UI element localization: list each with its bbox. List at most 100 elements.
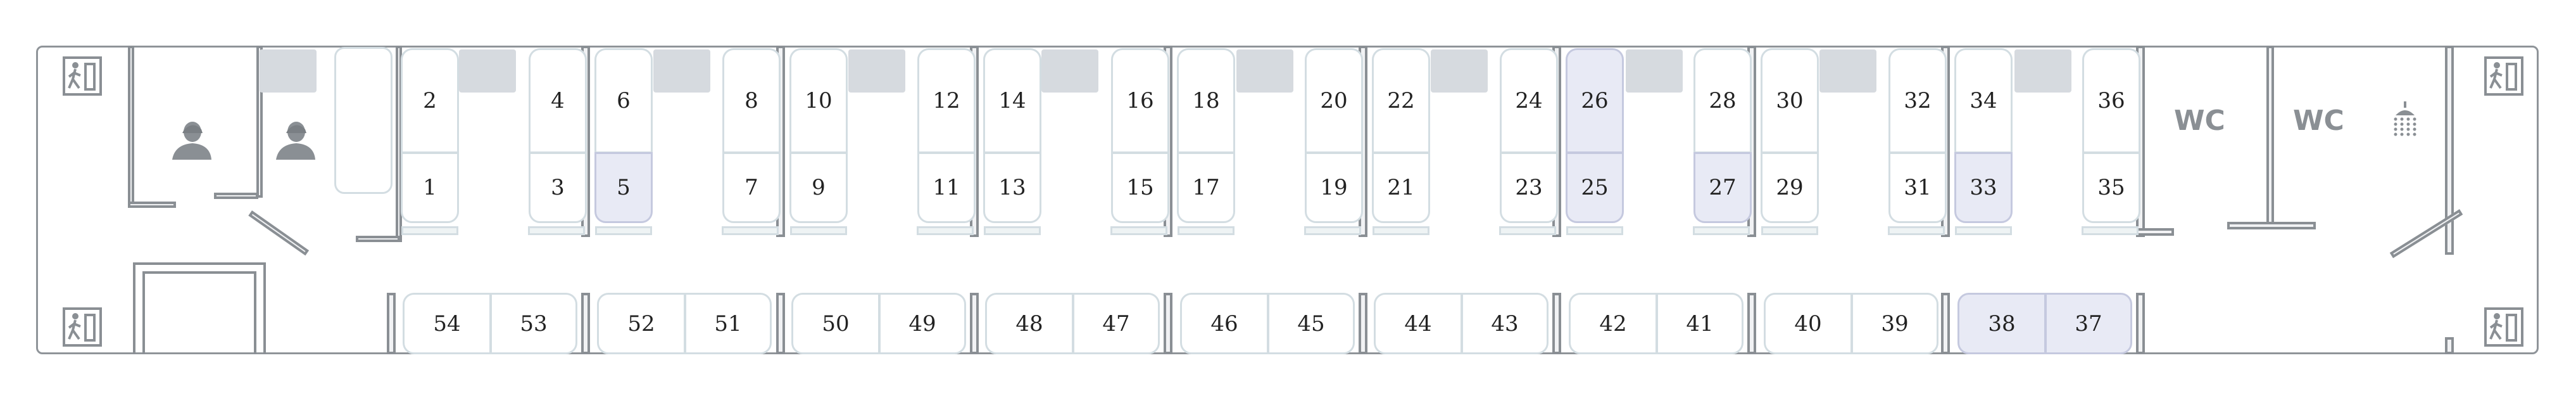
berth-lower-27[interactable]: 27 [1693,152,1752,223]
berth-upper-20[interactable]: 20 [1305,48,1363,153]
berth-lower-1[interactable]: 1 [401,152,459,223]
side-berth-divider [1552,293,1561,354]
table [1304,226,1361,235]
window [1819,49,1876,93]
berth-upper-30[interactable]: 30 [1761,48,1819,153]
table [984,226,1041,235]
side-berth-39[interactable]: 39 [1851,293,1938,354]
berth-lower-29[interactable]: 29 [1761,152,1819,223]
berth-lower-3[interactable]: 3 [529,152,587,223]
service-room-outline [133,262,266,354]
berth-lower-31[interactable]: 31 [1888,152,1947,223]
berth-upper-34[interactable]: 34 [1954,48,2013,153]
side-berth-50[interactable]: 50 [791,293,880,354]
berth-upper-12[interactable]: 12 [917,48,976,153]
side-berth-37[interactable]: 37 [2045,293,2132,354]
table [595,226,652,235]
table [1499,226,1556,235]
conductor-icon [273,120,318,160]
berth-lower-19[interactable]: 19 [1305,152,1363,223]
berth-lower-13[interactable]: 13 [983,152,1041,223]
table [401,226,458,235]
emergency-exit-icon [2484,56,2523,96]
side-berth-divider [1359,293,1367,354]
window [1626,49,1683,93]
berth-upper-4[interactable]: 4 [529,48,587,153]
side-berth-49[interactable]: 49 [879,293,966,354]
table [1693,226,1750,235]
side-berth-divider [387,293,396,354]
berth-upper-24[interactable]: 24 [1500,48,1558,153]
berth-lower-15[interactable]: 15 [1111,152,1169,223]
berth-upper-28[interactable]: 28 [1693,48,1752,153]
berth-lower-7[interactable]: 7 [722,152,781,223]
side-berth-54[interactable]: 54 [403,293,491,354]
berth-lower-17[interactable]: 17 [1177,152,1235,223]
berth-lower-35[interactable]: 35 [2082,152,2140,223]
berth-upper-16[interactable]: 16 [1111,48,1169,153]
table [1110,226,1167,235]
side-berth-divider [1164,293,1172,354]
wall-segment [356,236,400,242]
table [722,226,779,235]
shower-icon [2391,101,2420,139]
side-berth-42[interactable]: 42 [1569,293,1657,354]
side-berth-divider [1747,293,1756,354]
table [528,226,585,235]
berth-upper-22[interactable]: 22 [1372,48,1430,153]
wall-segment [2445,46,2454,255]
table [2082,226,2139,235]
side-berth-divider [2136,293,2145,354]
table [1955,226,2012,235]
wall-segment [214,193,258,199]
side-berth-46[interactable]: 46 [1180,293,1269,354]
berth-lower-9[interactable]: 9 [789,152,848,223]
emergency-exit-icon [63,307,102,347]
side-berth-40[interactable]: 40 [1764,293,1852,354]
side-berth-48[interactable]: 48 [985,293,1074,354]
berth-upper-10[interactable]: 10 [789,48,848,153]
side-berth-divider [581,293,590,354]
side-berth-51[interactable]: 51 [684,293,772,354]
berth-upper-14[interactable]: 14 [983,48,1041,153]
side-berth-52[interactable]: 52 [597,293,686,354]
berth-upper-18[interactable]: 18 [1177,48,1235,153]
wall-segment [2136,228,2174,236]
berth-upper-36[interactable]: 36 [2082,48,2140,153]
side-berth-47[interactable]: 47 [1072,293,1160,354]
service-room-outline-inner [142,271,256,354]
berth-lower-11[interactable]: 11 [917,152,976,223]
berth-upper-32[interactable]: 32 [1888,48,1947,153]
side-berth-45[interactable]: 45 [1267,293,1355,354]
window [1236,49,1293,93]
side-berth-53[interactable]: 53 [490,293,577,354]
berth-lower-25[interactable]: 25 [1566,152,1624,223]
side-berth-44[interactable]: 44 [1374,293,1462,354]
table [1761,226,1818,235]
side-berth-41[interactable]: 41 [1656,293,1744,354]
berth-lower-21[interactable]: 21 [1372,152,1430,223]
berth-upper-8[interactable]: 8 [722,48,781,153]
wall-segment [128,46,134,208]
emergency-exit-icon [63,56,102,96]
wall-segment [2445,337,2454,354]
window [1041,49,1098,93]
window [260,49,317,93]
berth-upper-26[interactable]: 26 [1566,48,1624,153]
table [1178,226,1235,235]
table [917,226,974,235]
berth-upper-2[interactable]: 2 [401,48,459,153]
berth-lower-33[interactable]: 33 [1954,152,2013,223]
berth-lower-5[interactable]: 5 [594,152,653,223]
wall-segment [2266,46,2274,227]
berth-lower-23[interactable]: 23 [1500,152,1558,223]
conductor-icon [170,120,214,160]
side-berth-43[interactable]: 43 [1461,293,1549,354]
window [2014,49,2071,93]
side-berth-38[interactable]: 38 [1957,293,2046,354]
berth-upper-6[interactable]: 6 [594,48,653,153]
wall-segment [2227,222,2316,229]
table [1888,226,1945,235]
side-berth-divider [1941,293,1950,354]
side-berth-divider [970,293,979,354]
